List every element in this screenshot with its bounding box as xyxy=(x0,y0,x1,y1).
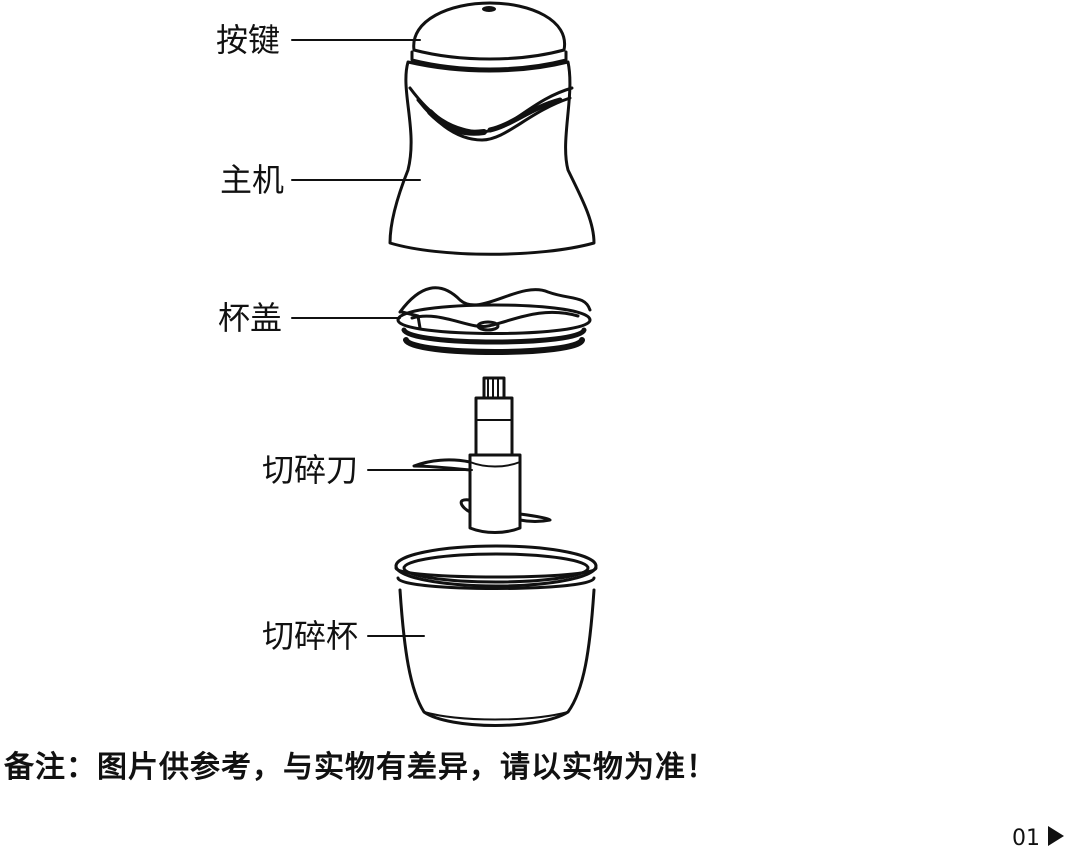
blade-assembly xyxy=(412,376,552,534)
label-main-unit: 主机 xyxy=(220,161,285,199)
leader-lines xyxy=(291,39,473,637)
label-bowl: 切碎杯 xyxy=(262,617,359,655)
bowl xyxy=(394,544,598,727)
lid xyxy=(396,286,592,355)
label-lid: 杯盖 xyxy=(218,299,283,337)
label-blade: 切碎刀 xyxy=(262,451,359,489)
page-number: 01 xyxy=(1012,826,1040,851)
button-dome xyxy=(410,1,568,71)
label-button: 按键 xyxy=(216,21,281,59)
main-unit-body xyxy=(388,60,596,256)
play-triangle-icon xyxy=(1048,826,1064,846)
disclaimer-note: 备注：图片供参考，与实物有差异，请以实物为准！ xyxy=(4,750,717,785)
